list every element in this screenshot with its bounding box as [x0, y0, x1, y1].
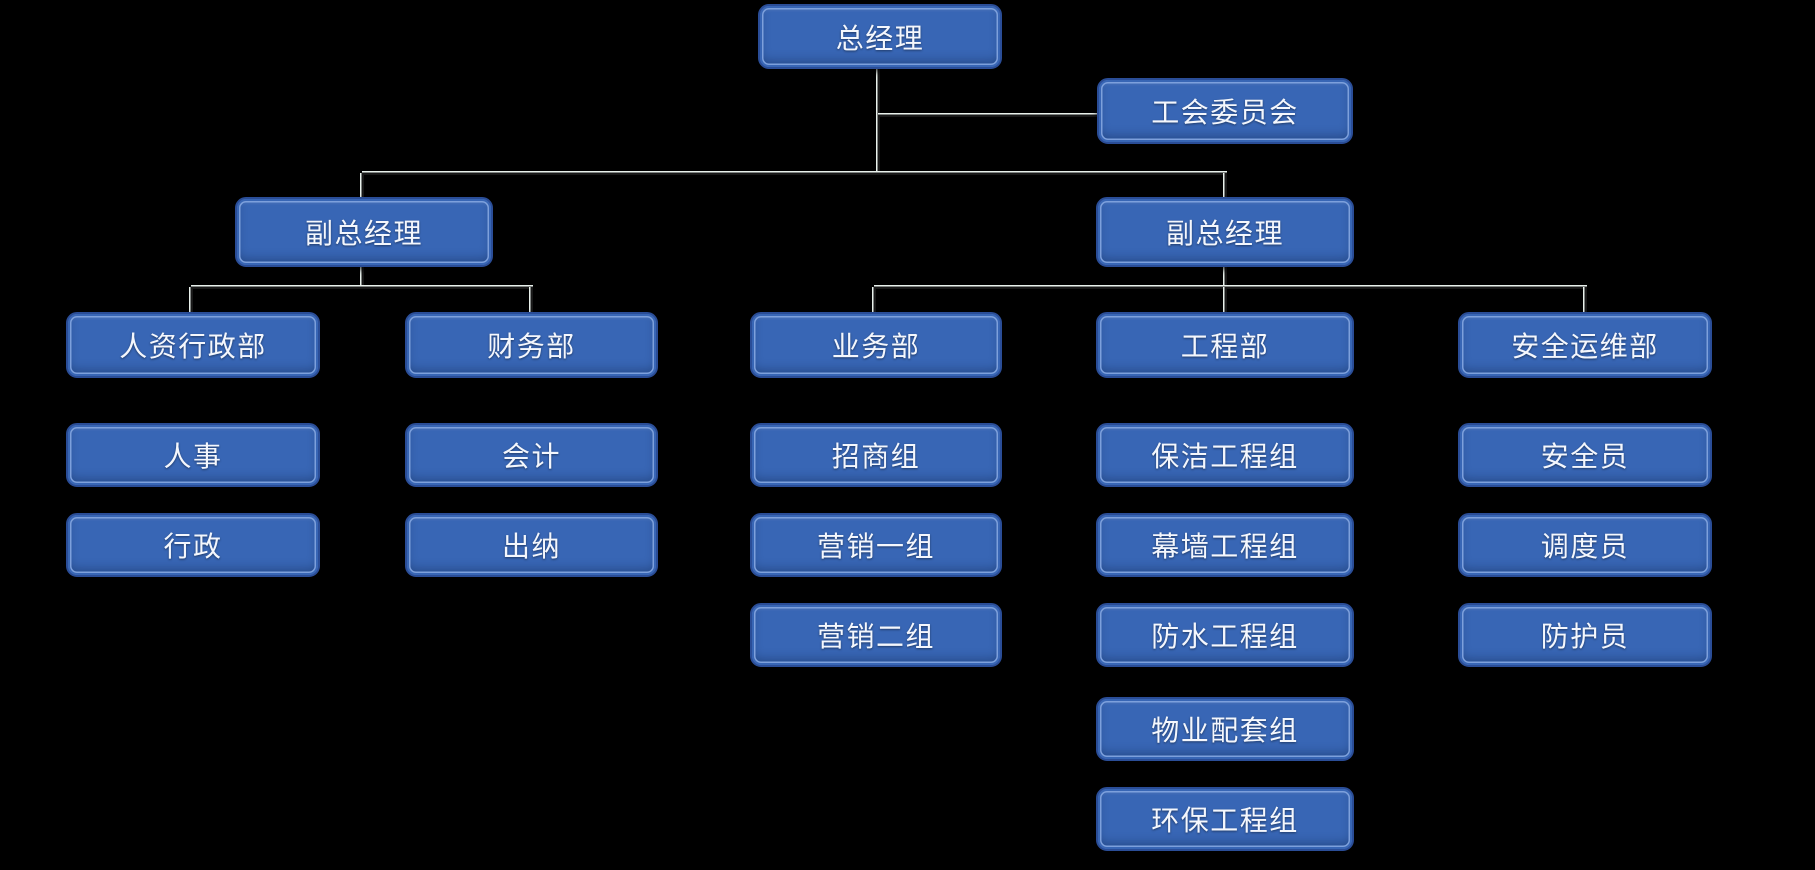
org-node-admin-group[interactable]: 行政 — [66, 513, 320, 577]
org-node-union-committee[interactable]: 工会委员会 — [1097, 78, 1353, 144]
org-node-label: 安全员 — [1540, 441, 1630, 472]
org-node-finance-dept[interactable]: 财务部 — [405, 312, 658, 378]
org-node-label: 保洁工程组 — [1151, 441, 1299, 472]
connector-line — [1223, 287, 1227, 314]
org-node-label: 财务部 — [487, 331, 576, 362]
org-node-label: 人事 — [163, 441, 223, 472]
org-node-label: 总经理 — [835, 22, 925, 54]
connector-line — [362, 171, 1227, 175]
org-node-label: 招商组 — [831, 441, 921, 472]
connector-line — [1223, 265, 1227, 289]
org-node-general-manager[interactable]: 总经理 — [758, 4, 1002, 69]
org-node-label: 防水工程组 — [1151, 621, 1299, 652]
org-node-marketing-group-1[interactable]: 营销一组 — [750, 513, 1002, 577]
connector-line — [191, 285, 533, 289]
org-node-investment-group[interactable]: 招商组 — [750, 423, 1002, 487]
connector-line — [360, 265, 364, 289]
org-node-label: 防护员 — [1540, 621, 1630, 652]
org-node-label: 出纳 — [501, 531, 561, 562]
org-node-safety-officer[interactable]: 安全员 — [1458, 423, 1712, 487]
org-node-label: 行政 — [163, 531, 223, 562]
org-node-vp-left[interactable]: 副总经理 — [235, 197, 493, 267]
org-node-label: 人资行政部 — [119, 331, 267, 362]
connector-line — [874, 285, 1587, 289]
org-node-label: 环保工程组 — [1151, 805, 1299, 836]
org-node-hr-admin-dept[interactable]: 人资行政部 — [66, 312, 320, 378]
org-node-dispatcher[interactable]: 调度员 — [1458, 513, 1712, 577]
connector-line — [876, 68, 880, 175]
org-node-accounting-group[interactable]: 会计 — [405, 423, 658, 487]
org-node-label: 营销二组 — [816, 621, 935, 652]
connector-line — [189, 287, 193, 314]
org-node-cashier-group[interactable]: 出纳 — [405, 513, 658, 577]
org-node-label: 工会委员会 — [1151, 97, 1299, 128]
org-node-label: 物业配套组 — [1151, 715, 1299, 746]
org-node-protection-officer[interactable]: 防护员 — [1458, 603, 1712, 667]
connector-line — [529, 287, 533, 314]
org-node-env-eng-group[interactable]: 环保工程组 — [1096, 787, 1354, 851]
org-node-cleaning-eng-group[interactable]: 保洁工程组 — [1096, 423, 1354, 487]
org-node-label: 幕墙工程组 — [1151, 531, 1299, 562]
connector-line — [872, 287, 876, 314]
org-node-waterproof-eng-group[interactable]: 防水工程组 — [1096, 603, 1354, 667]
org-node-label: 工程部 — [1180, 331, 1270, 362]
org-node-engineering-dept[interactable]: 工程部 — [1096, 312, 1354, 378]
org-node-hr-group[interactable]: 人事 — [66, 423, 320, 487]
org-node-label: 副总经理 — [1165, 218, 1284, 249]
org-node-property-support-group[interactable]: 物业配套组 — [1096, 697, 1354, 761]
org-node-safety-ops-dept[interactable]: 安全运维部 — [1458, 312, 1712, 378]
org-node-label: 会计 — [501, 441, 561, 472]
org-node-label: 业务部 — [831, 331, 921, 362]
org-node-label: 副总经理 — [304, 218, 423, 249]
connector-line — [1583, 287, 1587, 314]
org-node-label: 调度员 — [1540, 531, 1630, 562]
org-node-business-dept[interactable]: 业务部 — [750, 312, 1002, 378]
connector-line — [360, 173, 364, 199]
connector-line — [1223, 173, 1227, 199]
org-node-marketing-group-2[interactable]: 营销二组 — [750, 603, 1002, 667]
connector-line — [878, 113, 1099, 117]
org-node-label: 安全运维部 — [1511, 331, 1659, 362]
org-node-curtainwall-eng-group[interactable]: 幕墙工程组 — [1096, 513, 1354, 577]
org-node-vp-right[interactable]: 副总经理 — [1096, 197, 1354, 267]
org-node-label: 营销一组 — [816, 531, 935, 562]
